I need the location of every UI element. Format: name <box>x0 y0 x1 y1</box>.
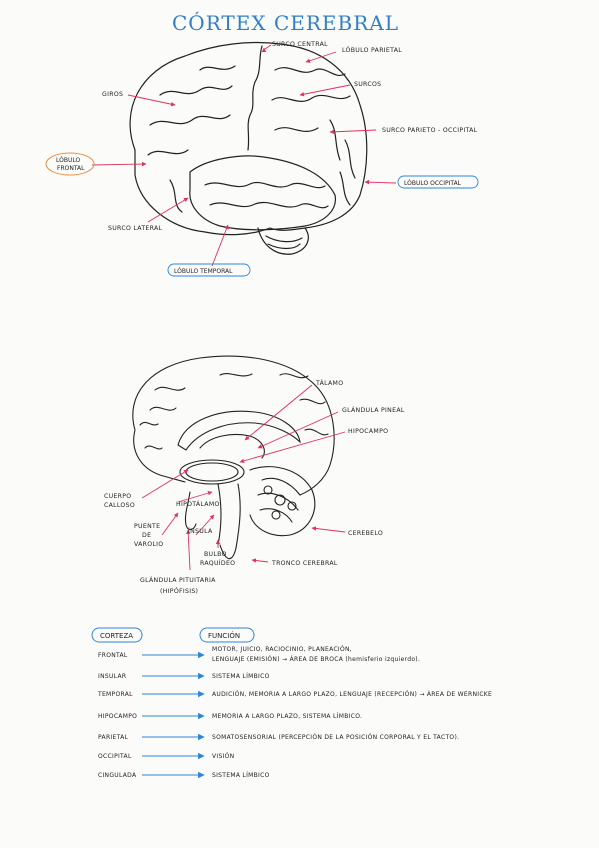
label-surco-lateral: SURCO LATERAL <box>108 225 163 232</box>
table-row-region: OCCIPITAL <box>98 753 132 760</box>
label-giros: GIROS <box>102 91 123 98</box>
label-insula: ÍNSULA <box>188 526 213 535</box>
table-row-function: VISIÓN <box>212 753 234 760</box>
function-table: CORTEZA FUNCIÓN FRONTAL MOTOR, JUICIO, RA… <box>91 627 492 779</box>
table-row-region: INSULAR <box>98 673 126 680</box>
label-lobulo-frontal-1: LÓBULO <box>56 157 80 164</box>
label-tronco-cerebral: TRONCO CEREBRAL <box>271 560 338 567</box>
table-row-region: HIPOCAMPO <box>98 713 137 720</box>
label-lobulo-parietal: LÓBULO PARIETAL <box>342 45 402 54</box>
box-lobulo-frontal: LÓBULO FRONTAL <box>45 152 95 176</box>
label-puente-3: VAROLIO <box>134 541 163 548</box>
table-row-region: PARIETAL <box>98 734 128 741</box>
label-lobulo-frontal-2: FRONTAL <box>57 165 85 172</box>
table-row-function: LENGUAJE (EMISIÓN) → ÁREA DE BROCA (hemi… <box>212 656 420 663</box>
table-row-region: TEMPORAL <box>97 691 133 698</box>
label-glandula-pineal: GLÁNDULA PINEAL <box>342 405 405 414</box>
page-title: CÓRTEX CEREBRAL <box>172 10 399 35</box>
label-surco-central: SURCO CENTRAL <box>272 41 328 48</box>
box-lobulo-temporal: LÓBULO TEMPORAL <box>167 263 251 277</box>
label-surco-parieto-occipital: SURCO PARIETO - OCCIPITAL <box>382 127 478 134</box>
table-row-region: CINGULADA <box>98 772 137 779</box>
label-hipocampo: HIPOCAMPO <box>348 428 388 435</box>
table-header-corteza: CORTEZA <box>100 632 133 640</box>
label-bulbo-2: RAQUÍDEO <box>200 558 235 567</box>
label-puente-2: DE <box>142 532 151 539</box>
label-surcos: SURCOS <box>354 81 381 88</box>
label-puente-1: PUENTE <box>134 523 160 530</box>
table-rows: FRONTAL MOTOR, JUICIO, RACIOCINIO, PLANEA… <box>97 646 492 779</box>
label-hipofisis-2: (HIPÓFISIS) <box>160 586 198 595</box>
table-header-funcion: FUNCIÓN <box>208 631 240 640</box>
label-hipofisis-1: GLÁNDULA PITUITARIA <box>140 575 216 584</box>
table-row-function: AUDICIÓN, MEMORIA A LARGO PLAZO, LENGUAJ… <box>212 691 492 698</box>
label-hipotalamo: HIPOTÁLAMO <box>176 499 220 508</box>
table-row-function: SOMATOSENSORIAL (PERCEPCIÓN DE LA POSICI… <box>212 734 459 741</box>
sagittal-brain-drawing <box>132 355 335 560</box>
label-lobulo-temporal: LÓBULO TEMPORAL <box>174 268 233 275</box>
label-lobulo-occipital: LÓBULO OCCIPITAL <box>404 180 462 187</box>
label-bulbo-1: BULBO <box>204 551 227 558</box>
table-row-function: MOTOR, JUICIO, RACIOCINIO, PLANEACIÓN, <box>212 646 352 653</box>
table-row-function: SISTEMA LÍMBICO <box>212 673 270 680</box>
label-talamo: TÁLAMO <box>315 378 343 387</box>
label-cuerpo-calloso-1: CUERPO <box>104 493 131 500</box>
lateral-arrows <box>91 44 397 267</box>
table-row-function: MEMORIA A LARGO PLAZO, SISTEMA LÍMBICO. <box>212 713 362 720</box>
table-row-function: SISTEMA LÍMBICO <box>212 772 270 779</box>
table-row-region: FRONTAL <box>98 652 128 659</box>
lateral-brain-drawing <box>129 41 368 255</box>
box-lobulo-occipital: LÓBULO OCCIPITAL <box>397 175 479 189</box>
sagittal-arrows <box>141 384 346 571</box>
label-cerebelo: CEREBELO <box>348 530 383 537</box>
label-cuerpo-calloso-2: CALLOSO <box>104 502 135 509</box>
